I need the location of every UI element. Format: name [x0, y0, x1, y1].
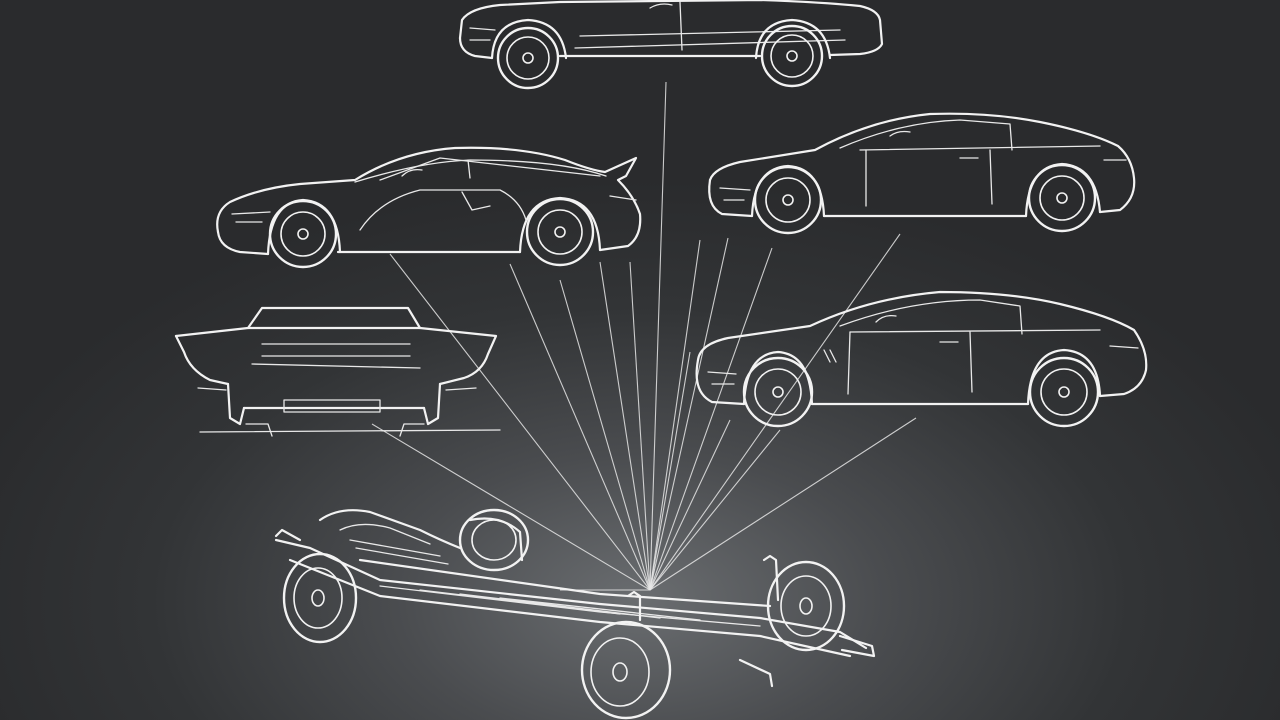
coupe-right-upper: [708, 112, 1136, 235]
pickup-rear-view: [174, 306, 501, 437]
connection-rays: [371, 81, 917, 591]
connection-ray: [649, 239, 701, 591]
connection-ray: [649, 237, 729, 591]
connection-ray: [649, 233, 901, 591]
connection-ray: [649, 419, 731, 591]
suv-top: [458, 0, 884, 90]
skateboard-chassis: [274, 508, 876, 720]
connection-ray: [649, 81, 667, 591]
connection-ray: [649, 417, 917, 591]
sports-car-left: [216, 146, 642, 269]
connection-ray: [629, 261, 651, 591]
connection-ray: [649, 247, 773, 591]
connection-ray: [509, 263, 651, 591]
connection-ray: [599, 261, 651, 591]
coupe-right-lower: [695, 290, 1148, 428]
connection-ray: [649, 351, 691, 591]
connection-ray: [649, 429, 781, 591]
connection-ray: [559, 279, 651, 591]
connection-ray: [371, 423, 651, 591]
connection-ray: [389, 253, 651, 591]
